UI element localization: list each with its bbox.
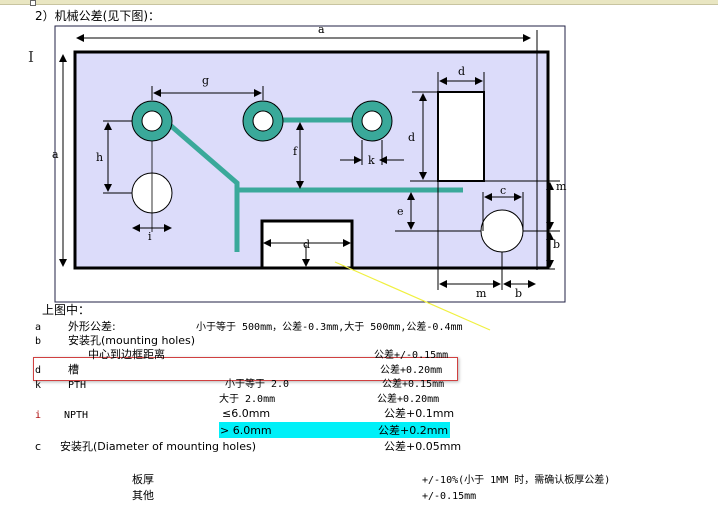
row-name: PTH xyxy=(68,380,87,391)
row-key: c xyxy=(35,440,42,453)
row-condition: ≤6.0mm xyxy=(222,407,271,420)
row-tolerance: 公差+/-0.15mm xyxy=(374,350,449,361)
row-key: a xyxy=(35,322,42,333)
dimension-lines xyxy=(59,30,560,290)
row-name: 槽 xyxy=(68,363,79,376)
highlight-box xyxy=(33,357,458,381)
row-key: b xyxy=(35,336,42,347)
row-key: k xyxy=(35,380,42,391)
dim-label-h: h xyxy=(96,151,103,164)
pth-hole xyxy=(242,100,284,142)
row-condition: 大于 2.0mm xyxy=(219,394,276,405)
row-name: 中心到边框距离 xyxy=(88,348,165,361)
row-tolerance: 公差+0.15mm xyxy=(382,379,445,390)
row-tolerance: 公差+0.20mm xyxy=(377,394,440,405)
row-key: i xyxy=(35,410,42,421)
dim-label-d-slot: d xyxy=(303,238,310,251)
dim-label-f: f xyxy=(293,145,298,158)
pth-hole xyxy=(351,100,393,142)
extra-tolerance: +/-10%(小于 1MM 时，需确认板厚公差) xyxy=(422,475,611,486)
dim-label-e: e xyxy=(397,205,404,218)
mounting-hole xyxy=(480,209,524,253)
dim-label-g: g xyxy=(202,74,209,87)
row-key: d xyxy=(35,365,42,376)
pth-hole xyxy=(131,100,173,142)
row-condition: > 6.0mm xyxy=(220,424,272,437)
rect-cutout xyxy=(437,91,485,182)
document-ruler[interactable] xyxy=(0,0,718,6)
row-tolerance: 公差+0.20mm xyxy=(380,365,443,376)
row-condition: 小于等于 2.0 xyxy=(225,379,290,390)
text-cursor-icon: I xyxy=(28,48,34,66)
dim-label-i: i xyxy=(148,230,152,243)
row-name: NPTH xyxy=(64,410,89,421)
row-condition: 小于等于 500mm，公差-0.3mm,大于 500mm,公差-0.4mm xyxy=(196,322,463,333)
extra-name: 板厚 xyxy=(132,473,154,486)
dim-label-m-horiz: m xyxy=(476,287,487,300)
legend-title: 上图中： xyxy=(42,303,91,317)
section-heading: 2）机械公差(见下图)： xyxy=(35,9,160,23)
dim-label-a: a xyxy=(318,23,325,36)
row-tolerance: 公差+0.05mm xyxy=(384,440,462,453)
dim-label-b-vert: b xyxy=(553,238,560,251)
dim-label-c: c xyxy=(500,184,506,197)
row-name: 安装孔(Diameter of mounting holes) xyxy=(60,440,256,453)
annotation-arrow-line xyxy=(334,261,491,331)
dim-label-a-side: a xyxy=(52,148,59,161)
dim-label-m-vert: m xyxy=(556,180,567,193)
dim-label-b-horiz: b xyxy=(515,287,522,300)
cyan-highlight xyxy=(219,422,450,438)
row-tolerance: 公差+0.1mm xyxy=(384,407,455,420)
extra-tolerance: +/-0.15mm xyxy=(422,491,477,502)
dim-label-d-width: d xyxy=(458,65,465,78)
row-name: 外形公差: xyxy=(68,320,116,333)
row-name: 安装孔(mounting holes) xyxy=(68,334,196,347)
ruler-indent-marker[interactable] xyxy=(30,0,36,6)
dim-label-k: k xyxy=(368,154,375,167)
traces xyxy=(168,117,463,252)
dim-label-d-height: d xyxy=(408,131,415,144)
extra-name: 其他 xyxy=(132,489,154,502)
row-tolerance: 公差+0.2mm xyxy=(378,424,449,437)
